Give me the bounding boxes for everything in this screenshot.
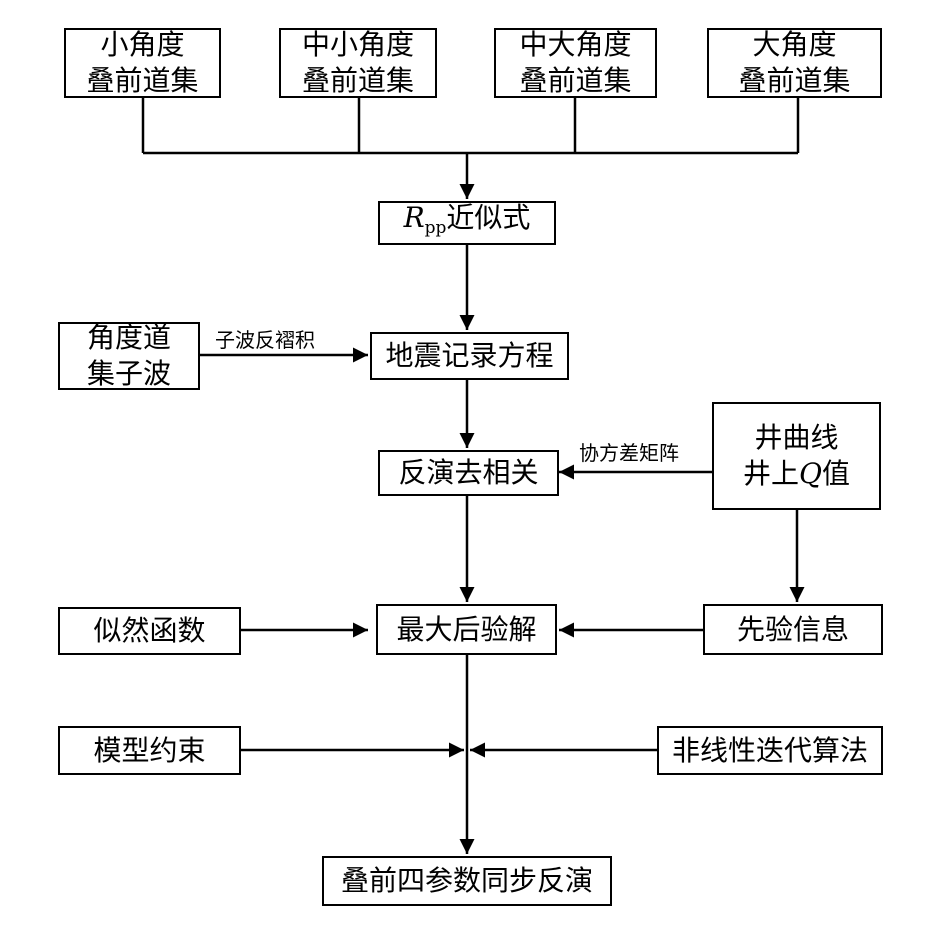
node-well-curve-q: 井曲线 井上Q值	[712, 402, 881, 510]
node-label-line1: 大角度	[752, 28, 837, 61]
node-nonlinear-iteration: 非线性迭代算法	[657, 726, 883, 775]
well-q-prefix: 井上	[743, 457, 800, 490]
node-label-line1: 角度道	[86, 321, 171, 354]
node-label: 地震记录方程	[385, 339, 554, 372]
node-label: 先验信息	[736, 612, 849, 646]
node-label-line2: 叠前道集	[519, 64, 632, 97]
node-prior-information: 先验信息	[703, 604, 883, 655]
node-label-line1: 中小角度	[301, 28, 414, 61]
node-prestack-four-parameter-inversion: 叠前四参数同步反演	[322, 856, 612, 906]
node-mid-small-angle-gather: 中小角度 叠前道集	[279, 28, 437, 98]
node-label: 似然函数	[93, 614, 206, 647]
node-label-line1: 中大角度	[519, 28, 632, 61]
node-seismic-record-equation: 地震记录方程	[370, 332, 569, 380]
node-model-constraint: 模型约束	[58, 726, 241, 775]
q-symbol: Q	[799, 457, 822, 490]
node-label: 最大后验解	[396, 612, 537, 646]
node-inversion-decorrelation: 反演去相关	[378, 450, 559, 496]
node-label-line2: 叠前道集	[301, 64, 414, 97]
edge-label-wavelet-deconvolution: 子波反褶积	[215, 328, 315, 352]
node-large-angle-gather: 大角度 叠前道集	[707, 28, 882, 98]
node-label: 反演去相关	[398, 456, 539, 489]
node-small-angle-gather: 小角度 叠前道集	[64, 28, 221, 98]
node-label-line1: 小角度	[100, 28, 185, 61]
node-likelihood-function: 似然函数	[58, 607, 241, 655]
node-label-line2: 井上Q值	[743, 456, 850, 492]
node-maximum-a-posteriori: 最大后验解	[376, 604, 557, 655]
rpp-subscript: pp	[424, 218, 447, 238]
node-label: 非线性迭代算法	[671, 733, 868, 767]
edge-label-covariance-matrix: 协方差矩阵	[579, 441, 679, 465]
rpp-symbol: R	[403, 201, 425, 234]
node-mid-large-angle-gather: 中大角度 叠前道集	[494, 28, 657, 98]
node-angle-gather-wavelet: 角度道 集子波	[58, 321, 200, 390]
well-q-suffix: 值	[821, 457, 850, 490]
node-label-line2: 集子波	[86, 357, 171, 390]
node-label: Rpp近似式	[404, 200, 531, 246]
node-label: 模型约束	[93, 733, 206, 767]
node-label-line1: 井曲线	[754, 421, 839, 454]
node-label-line2: 叠前道集	[738, 64, 851, 97]
node-rpp-approximation: Rpp近似式	[378, 201, 556, 245]
node-label-line2: 叠前道集	[86, 64, 199, 97]
rpp-text: 近似式	[446, 201, 531, 234]
node-label: 叠前四参数同步反演	[340, 864, 593, 897]
